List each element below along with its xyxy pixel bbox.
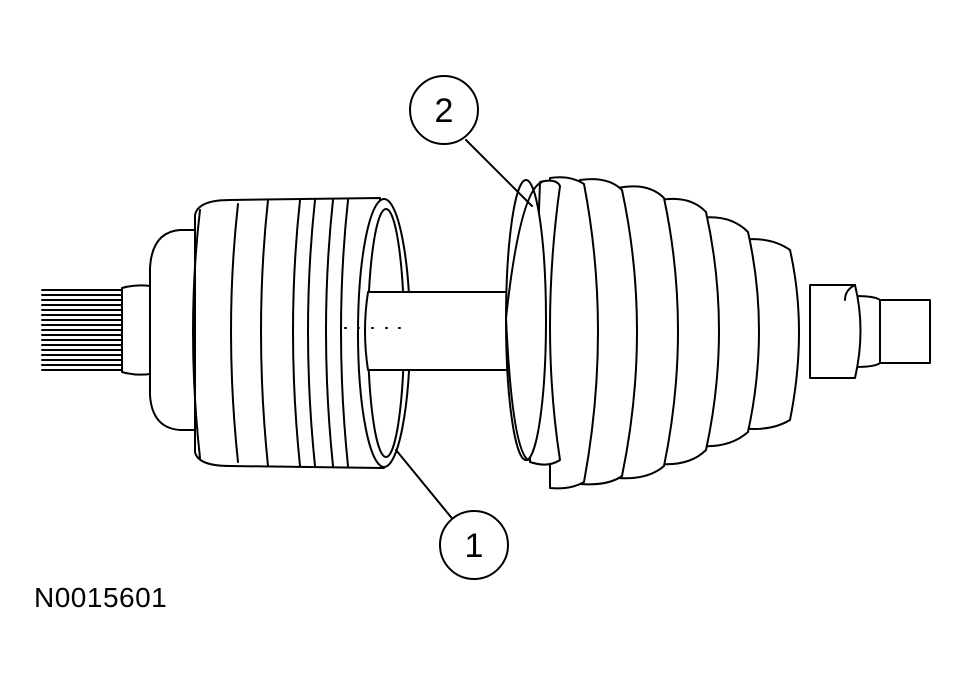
interconnecting-shaft bbox=[344, 291, 549, 371]
callout-2-leader bbox=[465, 139, 533, 207]
splined-shaft-end bbox=[41, 284, 151, 376]
callout-1-circle bbox=[439, 510, 509, 580]
callout-1: 1 bbox=[395, 449, 509, 580]
cv-joint-boot bbox=[505, 176, 800, 490]
callout-1-label: 1 bbox=[465, 527, 484, 565]
callout-2: 2 bbox=[409, 75, 533, 207]
callout-2-label: 2 bbox=[435, 92, 454, 130]
right-shaft bbox=[809, 284, 931, 379]
callout-1-leader bbox=[395, 449, 456, 523]
figure-id: N0015601 bbox=[34, 582, 168, 613]
callout-2-circle bbox=[409, 75, 479, 145]
